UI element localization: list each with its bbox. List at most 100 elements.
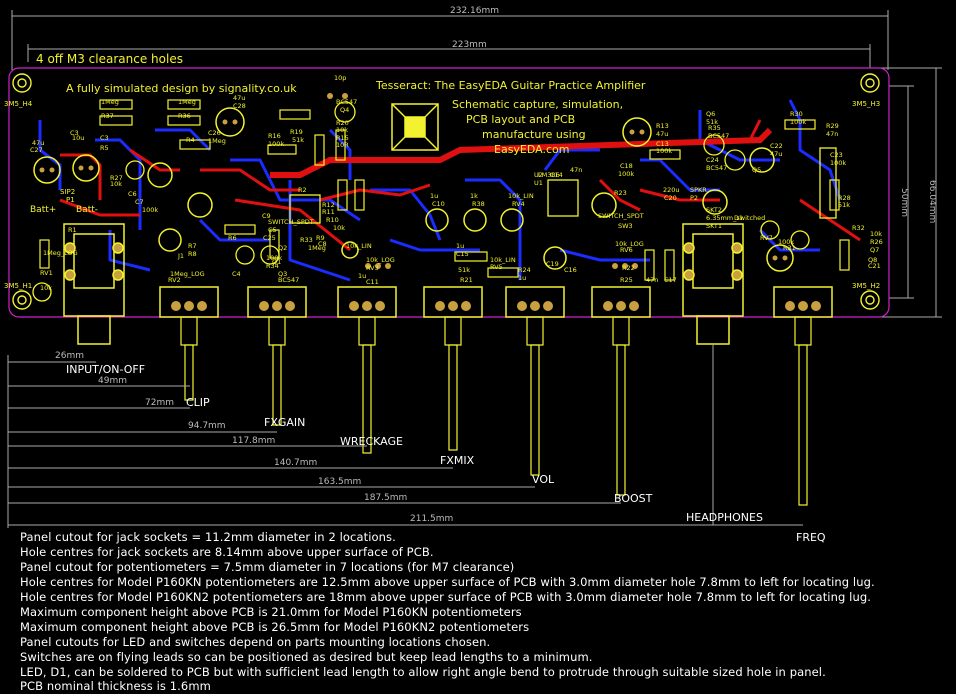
board-subtitle-3: manufacture using: [482, 128, 586, 141]
note-line: Switches are on flying leads so can be p…: [20, 650, 593, 664]
component-label: C18: [620, 162, 633, 170]
component-label: C25: [263, 234, 276, 242]
component-label: R30: [790, 110, 803, 118]
component-label: R35: [708, 124, 721, 132]
component-label: 1Meg: [178, 98, 196, 106]
component-label: 10R: [336, 141, 349, 149]
component-label: 1Meg: [101, 98, 119, 106]
jack-socket-input: [63, 223, 125, 345]
component-label: Q6: [706, 110, 715, 118]
dimension-overall-width: [11, 10, 889, 70]
component-label: D1: [734, 214, 743, 222]
component-label: R9: [316, 234, 325, 242]
component-label: R7: [188, 242, 197, 250]
component-label: 100k: [656, 147, 672, 155]
component-label: R8: [188, 250, 197, 258]
component-label: 100k: [790, 118, 806, 126]
component-label: 6.35mm_switched: [706, 214, 765, 222]
component-label: RV3: [366, 264, 379, 272]
component-label: 100k: [142, 206, 158, 214]
component-label: 47n: [646, 276, 658, 284]
component-label: C28: [233, 102, 246, 110]
jack-socket-headphones: [682, 223, 744, 345]
component-label: 100k: [618, 170, 634, 178]
component-label: SPKR: [690, 186, 707, 194]
board-subtitle-4: EasyEDA.com: [494, 143, 569, 156]
component-label: R10: [326, 216, 339, 224]
component-label: R20: [336, 119, 349, 127]
panel-label-boost: BOOST: [614, 492, 653, 505]
note-line: Maximum component height above PCB is 26…: [20, 620, 530, 634]
batt-minus-label: Batt-: [76, 205, 98, 215]
component-label: C20: [664, 194, 677, 202]
dim-vol-pot: 163.5mm: [318, 477, 361, 487]
component-labels: 1MegR371MegR3647uC2810pC3BC547Q447uC2710…: [30, 74, 883, 292]
component-label: Q5: [752, 166, 761, 174]
component-label: P2: [690, 194, 698, 202]
component-label: 100k: [268, 140, 284, 148]
component-label: 1u: [456, 242, 464, 250]
component-label: C8: [318, 240, 327, 248]
component-label: 10k: [333, 224, 345, 232]
component-label: Q2: [278, 244, 287, 252]
pot-fxmix: [423, 286, 483, 451]
component-label: Q3: [278, 270, 287, 278]
component-label: C26: [208, 129, 221, 137]
component-label: 10k: [870, 230, 882, 238]
component-label: R15: [336, 134, 349, 142]
component-label: C23: [830, 151, 843, 159]
dim-jack-input: 26mm: [55, 351, 84, 361]
component-label: R38: [472, 200, 485, 208]
panel-label-wreckage: WRECKAGE: [340, 435, 403, 448]
component-label: 47u: [233, 94, 245, 102]
component-label: C16: [564, 266, 577, 274]
board-credit: A fully simulated design by signality.co…: [66, 82, 297, 95]
component-label: 47n: [570, 166, 582, 174]
note-line: PCB nominal thickness is 1.6mm: [20, 679, 211, 693]
component-label: 1Meg: [208, 137, 226, 145]
bottom-dimension-lines: [7, 345, 803, 528]
pot-boost: [591, 286, 651, 496]
component-label: R34: [266, 262, 279, 270]
dim-headphones: 211.5mm: [410, 514, 453, 524]
component-label: LM386: [538, 171, 560, 179]
mounting-holes: [12, 73, 880, 310]
component-label: R26: [870, 238, 883, 246]
component-label: R4: [186, 136, 195, 144]
top-copper-traces: [59, 119, 861, 252]
component-label: 1Meg_LOG: [43, 249, 78, 257]
pot-freq: [773, 286, 833, 506]
component-label: RV2: [168, 276, 181, 284]
component-label: C7: [135, 198, 144, 206]
component-label: 51k: [458, 266, 470, 274]
panel-label-fxmix: FXMIX: [440, 454, 475, 467]
component-label: 10k_LOG: [615, 240, 644, 248]
component-label: C14: [550, 171, 563, 179]
p1-label: P1: [66, 196, 75, 204]
component-label: R24: [518, 266, 531, 274]
component-label: SKT1: [706, 222, 722, 230]
hole-label-h4: 3M5_H4: [4, 100, 33, 108]
component-label: R36: [178, 112, 191, 120]
electrolytic-capacitors: [33, 107, 794, 272]
note-line: LED, D1, can be soldered to PCB but with…: [20, 665, 826, 679]
pot-vol: [505, 286, 565, 476]
pot-clip: [159, 286, 219, 401]
component-label: 1Meg: [308, 244, 326, 252]
component-label: C6: [128, 190, 137, 198]
component-label: C19: [546, 260, 559, 268]
component-label: 1u: [430, 192, 438, 200]
component-label: R33: [300, 236, 313, 244]
component-label: 51k: [706, 118, 718, 126]
capacitor-pads: [39, 119, 788, 261]
pot-fxgain: [247, 286, 307, 426]
component-label: 10k_LIN: [508, 192, 534, 200]
component-label: 47u: [32, 139, 44, 147]
component-label: 10k_LOG: [366, 256, 395, 264]
board-subtitle-2: PCB layout and PCB: [466, 113, 575, 126]
component-label: SKT2: [706, 206, 722, 214]
component-label: 10k: [40, 284, 52, 292]
component-label: 220u: [663, 186, 680, 194]
potentiometers: [159, 286, 833, 506]
component-label: C3: [100, 134, 109, 142]
